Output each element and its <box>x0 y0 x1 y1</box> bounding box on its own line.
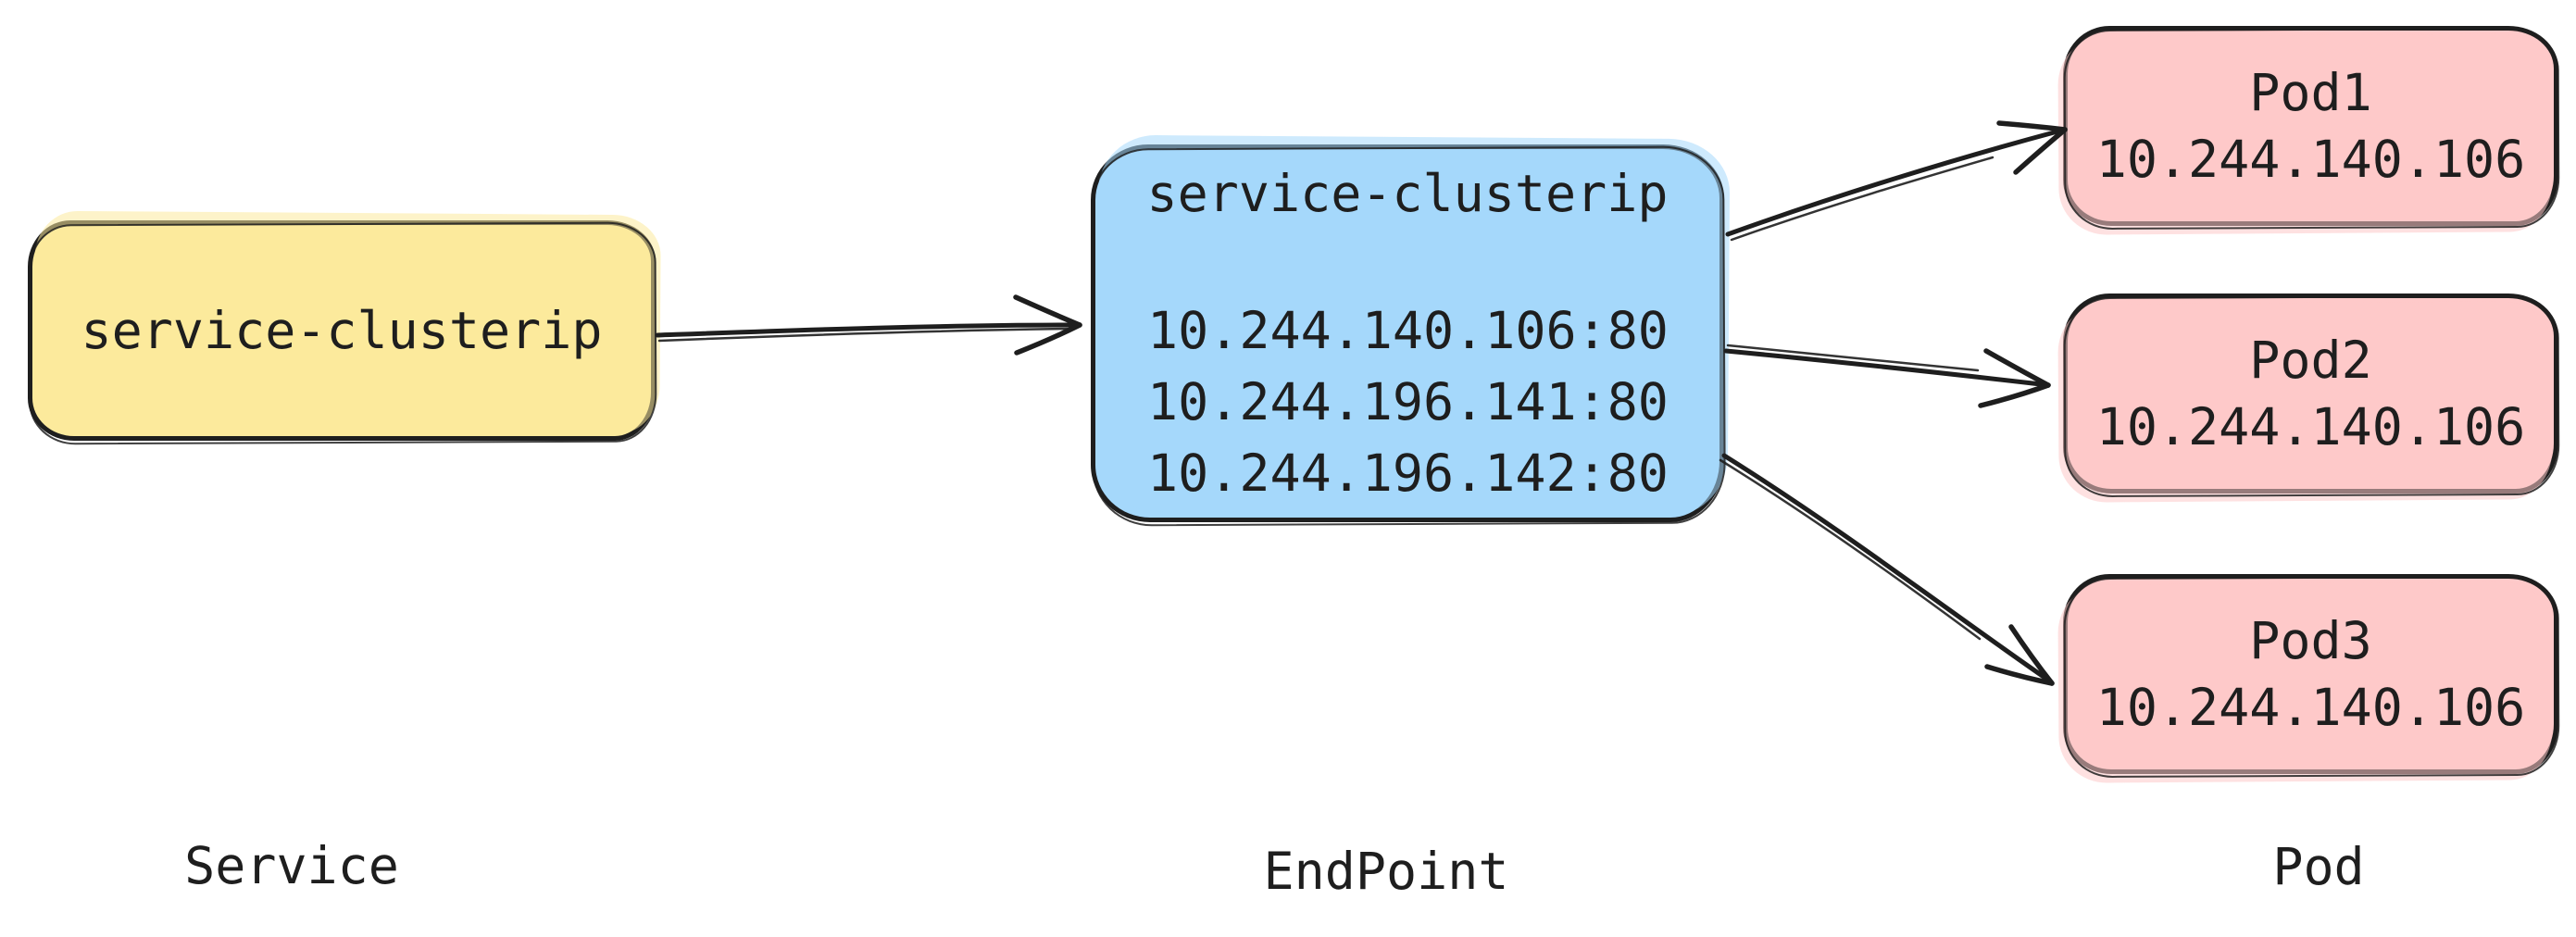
pod-ip: 10.244.140.106 <box>2095 678 2526 737</box>
pod-ip: 10.244.140.106 <box>2095 397 2526 456</box>
endpoint-address-list: 10.244.140.106:80 10.244.196.141:80 10.2… <box>1095 295 1719 509</box>
endpoint-title: service-clusterip <box>1146 164 1669 223</box>
arrow-endpoint-to-pod1 <box>1725 120 2068 242</box>
pod-name: Pod1 <box>2249 63 2372 122</box>
pod1-node: Pod1 10.244.140.106 <box>2063 26 2558 226</box>
pod-name: Pod2 <box>2249 331 2372 390</box>
pod-caption: Pod <box>2272 837 2365 896</box>
arrow-endpoint-to-pod2 <box>1723 344 2051 408</box>
pod-ip: 10.244.140.106 <box>2095 130 2526 189</box>
pod-name: Pod3 <box>2249 611 2372 670</box>
service-caption: Service <box>184 836 399 895</box>
endpoint-node: service-clusterip 10.244.140.106:80 10.2… <box>1091 144 1724 522</box>
endpoint-address: 10.244.196.142:80 <box>1147 444 1669 503</box>
pod3-node: Pod3 10.244.140.106 <box>2063 574 2558 774</box>
service-node-label: service-clusterip <box>81 301 603 360</box>
pod2-node: Pod2 10.244.140.106 <box>2063 294 2558 493</box>
service-node: service-clusterip <box>28 220 656 441</box>
endpoint-address: 10.244.196.141:80 <box>1147 372 1669 431</box>
arrow-endpoint-to-pod3 <box>1719 453 2055 686</box>
endpoint-address: 10.244.140.106:80 <box>1147 301 1669 360</box>
endpoint-caption: EndPoint <box>1263 842 1509 901</box>
arrow-service-to-endpoint <box>655 294 1082 356</box>
